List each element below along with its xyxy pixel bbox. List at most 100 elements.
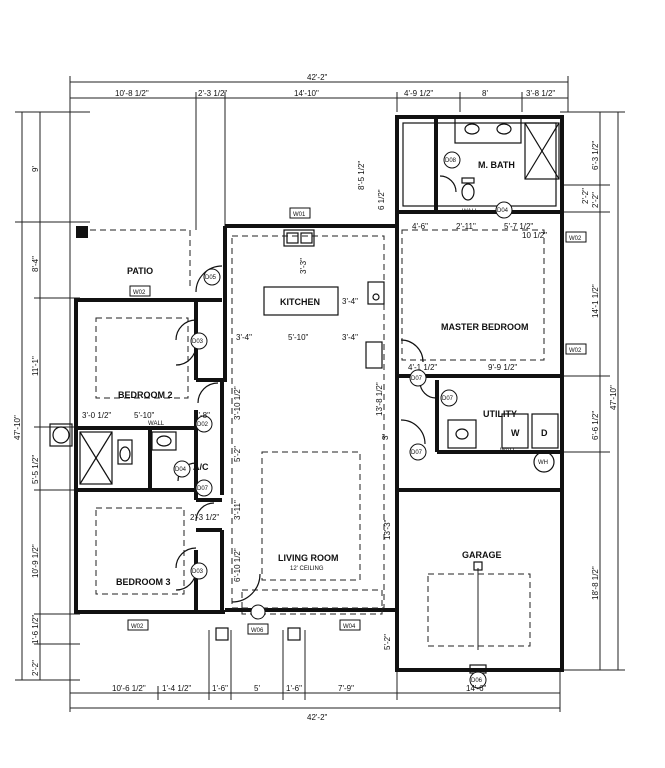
door-swings <box>175 175 457 603</box>
dim-right-14-1: 14'-1 1/2" <box>591 284 600 318</box>
dim-i-6-10: 6'-10 1/2" <box>233 548 242 582</box>
label-living-room: LIVING ROOM <box>278 553 339 563</box>
label-master-bedroom: MASTER BEDROOM <box>441 322 529 332</box>
dim-bot-b: 1'-4 1/2" <box>162 684 191 693</box>
dim-i-3-10: 3'-10 1/2" <box>233 386 242 420</box>
wall-note-bed2: WALL <box>148 421 165 427</box>
tag-d07-master: D07 <box>411 376 423 382</box>
dim-overall-bottom: 42'-2" <box>307 713 328 722</box>
label-dryer: D <box>541 428 548 438</box>
dashed-outlines <box>80 229 545 647</box>
label-bedroom-3: BEDROOM 3 <box>116 577 171 587</box>
dim-bot-f: 7'-9" <box>338 684 354 693</box>
tag-w01: W01 <box>293 212 306 218</box>
dim-top-c: 14'-10" <box>294 89 319 98</box>
dim-left-11-1: 11'-1" <box>31 356 40 376</box>
fixtures <box>49 116 560 674</box>
dimension-lines <box>15 76 625 712</box>
dim-left-10-9: 10'-9 1/2" <box>31 544 40 578</box>
dim-i-3-3: 3'-3" <box>299 258 308 274</box>
walls <box>74 115 564 672</box>
dim-i-3-0: 3'-0 1/2" <box>82 411 111 420</box>
tag-d05: D05 <box>205 275 217 281</box>
dim-bot-g: 14'-6" <box>466 684 487 693</box>
tag-w02-patio: W02 <box>133 290 146 296</box>
tag-d07-garage: D07 <box>411 450 423 456</box>
tag-w04: W04 <box>343 624 356 630</box>
tag-w02-bed3: W02 <box>131 624 144 630</box>
room-labels: PATIO KITCHEN MASTER BEDROOM BEDROOM 2 B… <box>116 160 548 587</box>
dim-i-2-2: 2'-2" <box>581 188 590 204</box>
dim-top-d: 4'-9 1/2" <box>404 89 433 98</box>
dim-left-1-6: 1'-6 1/2" <box>31 615 40 644</box>
dim-left-overall: 47'-10" <box>13 415 22 440</box>
tag-d07-utility: D07 <box>442 396 454 402</box>
dim-left-8-4: 8'-4" <box>31 256 40 272</box>
dim-i-8-5: 8'-5 1/2" <box>357 161 366 190</box>
dim-bot-d: 5' <box>254 684 260 693</box>
dim-left-2-2: 2'-2" <box>31 660 40 676</box>
dim-i-4-1: 4'-1 1/2" <box>408 363 437 372</box>
dim-left-5-5: 5'-5 1/2" <box>31 455 40 484</box>
label-washer: W <box>511 428 520 438</box>
dim-i-3-4c: 3'-4" <box>342 297 358 306</box>
dim-i-13-8: 13'-8 1/2" <box>375 382 384 416</box>
tag-d06: D06 <box>471 678 483 684</box>
tag-w02-master-bottom: W02 <box>569 348 582 354</box>
dim-top-b: 2'-3 1/2" <box>198 89 227 98</box>
tag-d02: D02 <box>197 422 209 428</box>
dim-i-2-11: 2'-11" <box>456 222 476 231</box>
label-bedroom-2: BEDROOM 2 <box>118 390 173 400</box>
dim-right-2-2: 2'-2" <box>591 192 600 208</box>
dim-bot-c: 1'-6" <box>212 684 228 693</box>
dim-top-f: 3'-8 1/2" <box>526 89 555 98</box>
label-kitchen: KITCHEN <box>280 297 320 307</box>
dim-left-9: 9' <box>31 166 40 172</box>
tag-w06: W06 <box>251 628 264 634</box>
dim-i-3-4a: 3'-4" <box>236 333 252 342</box>
dim-top-e: 8' <box>482 89 488 98</box>
tag-d04-bath: D04 <box>175 467 187 473</box>
tag-d08: D08 <box>445 158 457 164</box>
dim-i-3-4b: 3'-4" <box>342 333 358 342</box>
dim-i-4-6: 4'-6" <box>412 222 428 231</box>
dim-i-5-2a: 5'-2" <box>233 446 242 462</box>
dim-i-5-10b: 5'-10" <box>134 411 155 420</box>
dim-i-3-8: 3'-8" <box>194 411 210 420</box>
dim-right-6-6: 6'-6 1/2" <box>591 411 600 440</box>
dim-i-2-3: 2'-3 1/2" <box>190 513 219 522</box>
label-patio: PATIO <box>127 266 153 276</box>
dim-bot-e: 1'-6" <box>286 684 302 693</box>
dim-overall-top: 42'-2" <box>307 73 328 82</box>
label-living-ceiling: 12' CEILING <box>290 566 324 572</box>
dim-i-6-5: 6 1/2" <box>377 189 386 210</box>
wall-note-utility: WALL <box>500 448 517 454</box>
dim-i-5-2b: 5'-2" <box>383 634 392 650</box>
dim-i-3: 3' <box>381 434 390 440</box>
dim-i-10-1: 10 1/2" <box>522 231 547 240</box>
tag-d03-bed3: D03 <box>192 569 204 575</box>
tag-d04-mbath: D04 <box>497 208 509 214</box>
tag-d03-bed2: D03 <box>192 339 204 345</box>
dim-top-a: 10'-8 1/2" <box>115 89 149 98</box>
tag-d07-ac: D07 <box>197 486 209 492</box>
tag-w02-master-top: W02 <box>569 236 582 242</box>
dimension-text: 42'-2" 10'-8 1/2" 2'-3 1/2" 14'-10" 4'-9… <box>13 73 618 722</box>
wall-note-bath: WALL <box>462 209 479 215</box>
dim-i-5-10a: 5'-10" <box>288 333 309 342</box>
dim-i-3-11: 3'-11" <box>233 500 242 520</box>
tags: W01 W02 W02 W02 W02 W04 W06 D05 D03 D02 … <box>127 151 587 689</box>
dim-i-9-9: 9'-9 1/2" <box>488 363 517 372</box>
dim-bot-a: 10'-6 1/2" <box>112 684 146 693</box>
label-garage: GARAGE <box>462 550 502 560</box>
label-ac: A/C <box>193 462 209 472</box>
dim-i-5-7: 5'-7 1/2" <box>504 222 533 231</box>
dim-right-overall: 47'-10" <box>609 385 618 410</box>
dim-right-18-8: 18'-8 1/2" <box>591 566 600 600</box>
label-m-bath: M. BATH <box>478 160 515 170</box>
label-water-heater: WH <box>538 460 548 466</box>
dim-i-13-3: 13'-3" <box>383 519 392 540</box>
label-utility: UTILITY <box>483 409 517 419</box>
dim-right-6-3: 6'-3 1/2" <box>591 141 600 170</box>
